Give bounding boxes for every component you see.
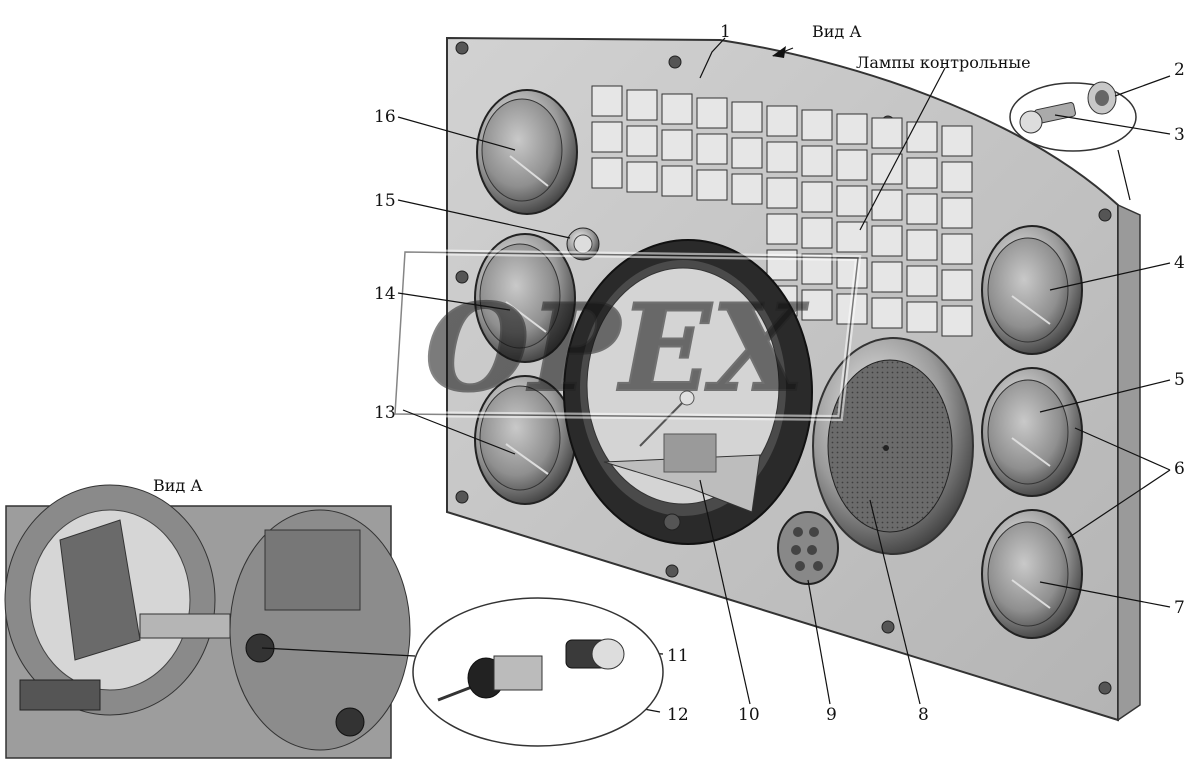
control-lamp-cell [906,229,938,261]
control-lamp-cell [591,121,623,153]
callout-13: 13 [374,403,396,423]
control-lamp-cell [661,93,693,125]
callout-15: 15 [374,191,396,211]
control-lamp-cell [906,301,938,333]
callout-12: 12 [667,705,689,725]
view-arrow-icon [772,46,786,58]
callout-9: 9 [826,705,837,725]
control-lamp-cell [871,297,903,329]
control-lamp-cell [941,197,973,229]
control-lamp-cell [731,101,763,133]
control-lamp-cell [836,149,868,181]
callout-11: 11 [667,646,689,666]
callout-2: 2 [1174,60,1185,80]
watermark-logo: OPEX [391,248,862,422]
labels: Вид А Лампы контрольные Вид А 1 2 3 4 5 … [153,22,1185,725]
control-lamp-cell [696,97,728,129]
fastener-group [1009,81,1137,152]
control-lamp-cell [696,133,728,165]
control-lamp-cell [801,181,833,213]
detail-11-12 [412,597,664,747]
control-lamp-cell [766,177,798,209]
lamps-label: Лампы контрольные [856,53,1031,72]
control-lamp-cell [906,265,938,297]
control-lamp-cell [941,161,973,193]
view-a-label: Вид А [812,22,861,41]
gauge-14 [474,233,576,363]
connector-9 [777,511,839,585]
control-lamp-cell [871,225,903,257]
control-lamp-grid [591,85,973,337]
control-lamp-cell [836,185,868,217]
callout-14: 14 [374,284,396,304]
control-lamp-cell [871,117,903,149]
control-lamp-cell [906,121,938,153]
speedometer-10 [563,239,813,545]
callout-3: 3 [1174,125,1185,145]
control-lamp-cell [836,257,868,289]
gauge-4 [981,225,1083,355]
callout-10: 10 [738,705,760,725]
control-lamp-cell [591,85,623,117]
gauge-16 [476,89,578,215]
callout-16: 16 [374,107,396,127]
control-lamp-cell [626,89,658,121]
control-lamp-cell [766,141,798,173]
control-lamp-cell [731,137,763,169]
control-lamp-cell [696,169,728,201]
control-lamp-cell [871,261,903,293]
callout-1: 1 [720,22,731,42]
control-lamp-cell [801,289,833,321]
control-lamp-cell [626,125,658,157]
callout-5: 5 [1174,370,1185,390]
control-lamp-cell [941,233,973,265]
control-lamp-cell [626,161,658,193]
control-lamp-cell [661,165,693,197]
gauge-7 [981,509,1083,639]
control-lamp-cell [941,125,973,157]
control-lamp-cell [766,213,798,245]
control-lamp-cell [906,193,938,225]
watermark-text: OPEX [425,278,808,419]
control-lamp-cell [731,173,763,205]
control-lamp-cell [661,129,693,161]
control-lamp-cell [801,109,833,141]
control-lamp-cell [906,157,938,189]
control-lamp-cell [801,217,833,249]
control-lamp-cell [941,305,973,337]
control-lamp-cell [801,145,833,177]
callout-7: 7 [1174,598,1185,618]
gauge-8 [812,337,974,555]
leader-lines [397,37,1171,713]
control-lamp-cell [766,105,798,137]
callout-8: 8 [918,705,929,725]
control-lamp-cell [941,269,973,301]
callout-6: 6 [1174,459,1185,479]
inset-title: Вид А [153,476,202,495]
inset-view-a [4,484,416,759]
callout-4: 4 [1174,253,1185,273]
control-lamp-cell [836,113,868,145]
gauge-5 [981,367,1083,497]
control-lamp-cell [871,189,903,221]
control-lamp-cell [591,157,623,189]
